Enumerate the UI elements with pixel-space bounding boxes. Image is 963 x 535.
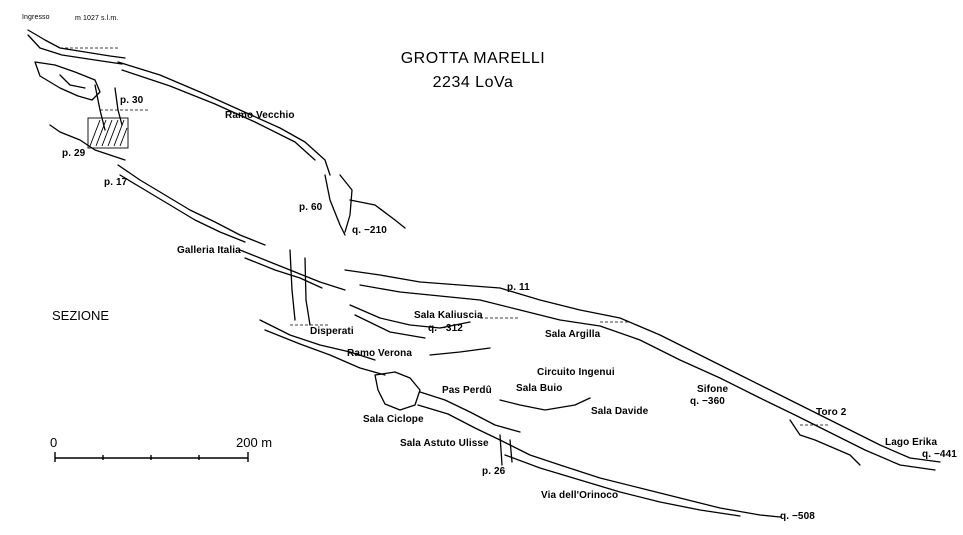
pas-perdu-passage [417,391,521,441]
label-sala-kaliuscia: Sala Kaliuscia [414,310,483,321]
label-sala-astuto-ulisse: Sala Astuto Ulisse [400,438,489,449]
label-pas-perdu: Pas Perdû [442,385,492,396]
label-sala-davide: Sala Davide [591,406,649,417]
label-p60: p. 60 [299,202,323,213]
descending-gallery [117,164,266,246]
main-trunk-upper [344,269,941,463]
label-p17: p. 17 [104,177,128,188]
label-toro-2: Toro 2 [816,407,847,418]
ramo-vecchio-passage [117,61,331,176]
sala-kaliuscia [349,304,471,339]
label-q312: q. −312 [428,323,463,334]
label-ramo-vecchio: Ramo Vecchio [225,110,295,121]
circuito-ingenui [429,347,591,411]
label-q441: q. −441 [922,449,957,460]
label-p29: p. 29 [62,148,86,159]
label-q210: q. −210 [352,225,387,236]
label-p11: p. 11 [507,282,530,293]
label-sala-ciclope: Sala Ciclope [363,414,424,425]
sala-ciclope [374,371,421,411]
label-galleria-italia: Galleria Italia [177,245,241,256]
view-type-label: SEZIONE [52,308,110,323]
label-via-orinoco: Via dell'Orinoco [541,490,619,501]
label-ramo-verona: Ramo Verona [347,348,413,359]
label-circuito-ingenui: Circuito Ingenui [537,367,615,378]
pit-60 [324,174,406,236]
label-q508: q. −508 [780,511,815,522]
galleria-italia [239,249,346,291]
scale-start-label: 0 [50,435,58,450]
pit-29-zone [49,124,126,161]
shaft-disperati [289,249,311,326]
lower-trunk [499,439,781,518]
entrance-passage [27,29,126,65]
toro-2-branch [789,419,861,466]
label-lago-erika: Lago Erika [885,437,938,448]
main-trunk-lower [359,284,936,471]
entrance-label: Ingresso [22,14,50,21]
label-q360: q. −360 [690,396,725,407]
hatched-area [87,117,129,149]
pit-26 [499,434,513,466]
label-p30: p. 30 [120,95,144,106]
map-title: GROTTA MARELLI [400,50,546,67]
scale-end-label: 200 m [236,435,273,450]
label-disperati: Disperati [310,326,354,337]
altitude-label: m 1027 s.l.m. [75,15,119,22]
label-p26: p. 26 [482,466,506,477]
cadastre-code: 2234 LoVa [432,74,514,91]
scale-bar [54,452,249,462]
label-sala-argilla: Sala Argilla [545,329,601,340]
ramo-verona [259,319,386,376]
label-sala-buio: Sala Buio [516,383,563,394]
label-sifone: Sifone [697,384,729,395]
upper-chamber [34,61,101,101]
